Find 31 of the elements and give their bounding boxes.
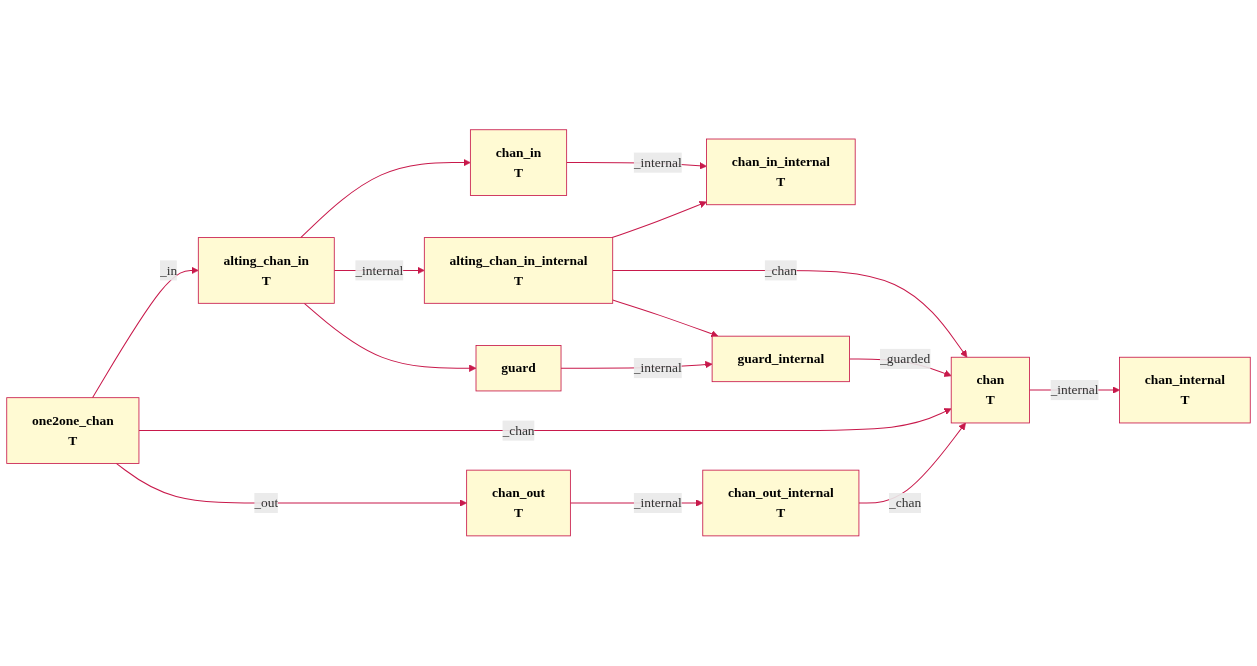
node-box: chan T [950,357,1030,424]
node-box: one2one_chan T [6,397,140,464]
edge-label: _internal [355,263,404,278]
arrow [138,408,952,432]
edge-label: _chan [888,495,922,510]
node-box: chan_out_internal T [702,469,860,537]
edge-label: _internal [633,360,682,376]
edge-label: _chan [502,423,535,438]
edge-label: _internal [1050,382,1099,398]
node-box: guard_internal [711,335,850,383]
arrow [92,266,199,399]
node-box: chan_in T [469,129,568,197]
node-box: guard [475,345,562,392]
edge-label: _guarded [879,351,931,366]
node-box: chan_internal T [1119,357,1251,424]
edge-label: _chan [764,263,797,278]
edge-label: _in [160,263,178,278]
arrow [611,201,707,239]
arrow [612,270,968,358]
node-box: alting_chan_in_internal T [423,237,614,304]
edge-label: _out [254,495,279,510]
arrow [300,159,471,239]
arrow [115,463,467,507]
edge-label: _internal [633,495,682,510]
arrow [612,299,719,338]
node-box: chan_out T [466,469,571,537]
node-box: chan_in_internal T [706,138,856,206]
node-box: alting_chan_in T [197,237,335,304]
edge-label: _internal [633,155,682,170]
arrow [303,303,477,373]
arrow [858,422,966,504]
